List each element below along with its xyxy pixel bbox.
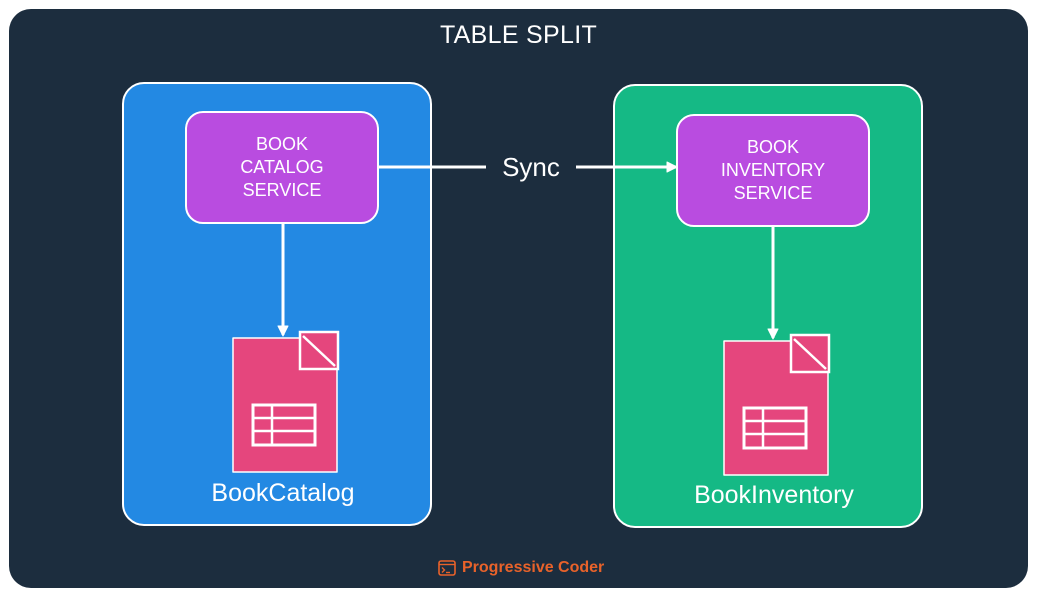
brand-logo: Progressive Coder xyxy=(438,559,604,577)
book-inventory-service-node: BOOK INVENTORY SERVICE xyxy=(676,114,870,227)
sync-label: Sync xyxy=(486,152,576,183)
book-catalog-service-label: BOOK CATALOG SERVICE xyxy=(240,134,324,200)
diagram-title: TABLE SPLIT xyxy=(439,21,598,49)
book-catalog-table-label: BookCatalog xyxy=(211,479,355,507)
book-catalog-service-node: BOOK CATALOG SERVICE xyxy=(185,111,379,224)
book-inventory-service-label: BOOK INVENTORY SERVICE xyxy=(720,137,826,203)
terminal-icon xyxy=(438,560,456,576)
brand-name: Progressive Coder xyxy=(462,559,605,576)
book-inventory-table-label: BookInventory xyxy=(694,481,854,509)
